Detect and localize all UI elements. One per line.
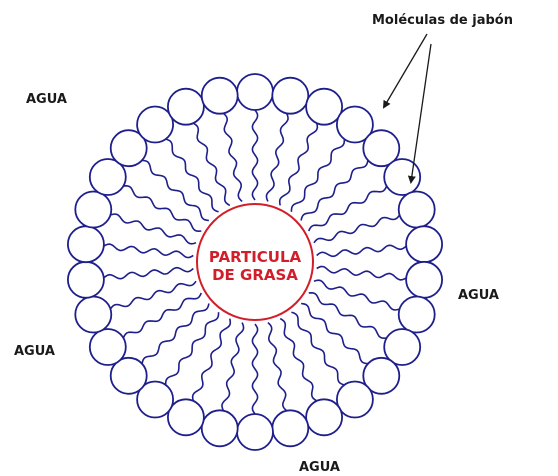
molecule-tail [104,244,194,257]
molecule-tail [309,186,387,231]
molecule-tail [317,245,407,256]
molecule-head [306,399,342,435]
molecule-head [68,262,104,298]
molecule-tail [280,319,317,401]
molecule-tail [193,319,231,401]
molecule-tail [314,280,400,310]
molecule-head [399,192,435,228]
molecule-head [337,382,373,418]
water-label-bottom: AGUA [299,460,340,475]
molecule-tail [252,110,257,200]
molecule-tail [110,281,196,309]
molecule-tail [267,113,289,201]
molecule-head [168,89,204,125]
molecule-head [272,410,308,446]
molecule-tail [142,160,209,220]
molecule-head [272,78,308,114]
molecule-tail [193,123,230,205]
soap-molecules-arrow-1 [384,34,427,107]
molecule-head [406,226,442,262]
molecule-head [75,297,111,333]
molecule-head [202,410,238,446]
grease-particle-label-line2: DE GRASA [212,266,298,284]
molecule-head [399,297,435,333]
molecule-tail [252,324,257,414]
molecule-head [406,262,442,298]
soap-molecules-arrow-2 [411,44,431,182]
molecule-tail [301,304,368,364]
molecule-head [384,159,420,195]
molecule-tail [291,312,344,385]
molecule-head [75,192,111,228]
molecule-tail [166,139,219,212]
molecule-head [202,78,238,114]
molecule-tail [223,113,242,201]
molecule-tail [123,186,201,231]
molecule-tail [123,293,201,338]
soap-molecules-label: Moléculas de jabón [372,13,513,28]
molecule-head [90,329,126,365]
molecule-head [137,107,173,143]
molecule-head [306,89,342,125]
molecule-tail [104,268,194,279]
molecule-tail [166,312,219,385]
molecule-tail [110,214,196,244]
molecule-tail [317,267,407,280]
molecule-head [237,74,273,110]
water-label-top-left: AGUA [26,92,67,107]
molecule-head [68,226,104,262]
molecule-tail [309,293,387,338]
molecule-tail [268,323,287,411]
molecule-tail [280,123,318,205]
water-label-right: AGUA [458,288,499,303]
molecule-head [237,414,273,450]
molecule-head [168,399,204,435]
molecule-tail [314,215,400,243]
molecule-tail [291,139,344,212]
grease-particle-label-line1: PARTICULA [209,248,302,266]
water-label-left: AGUA [14,344,55,359]
molecule-tail [142,304,209,364]
molecule-tail [301,160,368,220]
molecule-tail [222,323,244,411]
